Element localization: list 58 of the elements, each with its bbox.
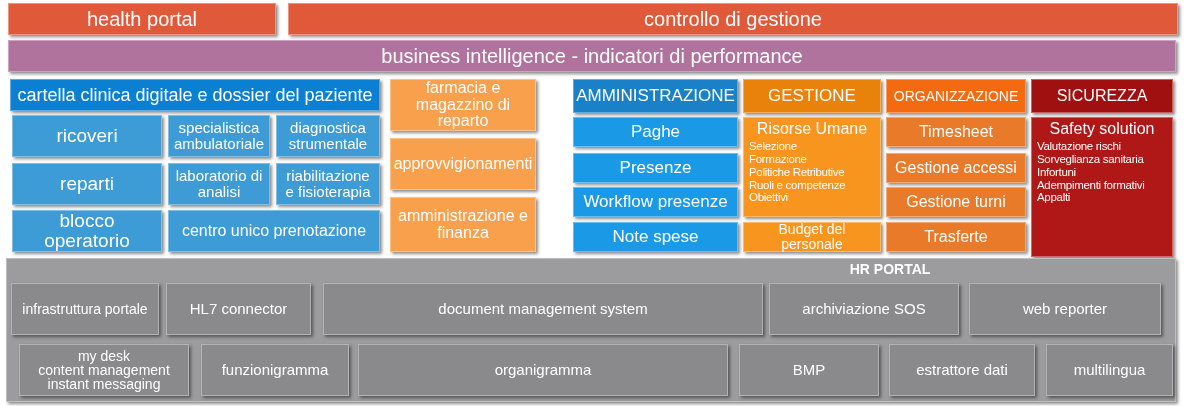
module-tile: approvvigionamenti <box>390 138 536 190</box>
section-header: AMMINISTRAZIONE <box>573 79 738 113</box>
tile-item: Sorveglianza sanitaria <box>1037 152 1144 166</box>
module-tile: riabilitazione e fisioterapia <box>276 163 380 205</box>
module-tile: reparti <box>12 163 162 205</box>
tile-item: Infortuni <box>1037 165 1076 179</box>
platform-panel <box>6 258 1176 402</box>
module-tile: ricoveri <box>12 115 162 157</box>
module-tile: diagnostica strumentale <box>276 115 380 157</box>
tile-item: Obiettivi <box>749 191 788 205</box>
tile-item: Appalti <box>1037 191 1071 205</box>
module-tile: Budget del personale <box>743 222 881 252</box>
module-tile: Presenze <box>573 153 738 183</box>
module-tile <box>743 117 881 217</box>
module-tile: BMP <box>739 344 879 396</box>
module-tile: specialistica ambulatoriale <box>168 115 270 157</box>
module-tile: web reporter <box>969 283 1161 335</box>
module-tile: amministrazione e finanza <box>390 197 536 252</box>
module-tile: laboratorio di analisi <box>168 163 270 205</box>
tile-heading: Risorse Umane <box>756 120 868 138</box>
module-tile: multilingua <box>1046 344 1173 396</box>
module-tile: blocco operatorio <box>12 210 162 252</box>
tile-item: Politiche Retributive <box>749 165 845 179</box>
tile-item: Formazione <box>749 152 807 166</box>
module-tile <box>19 344 189 396</box>
module-tile: HL7 connector <box>166 283 311 335</box>
tile-item: Adempimenti formativi <box>1037 178 1145 192</box>
module-tile: estrattore dati <box>889 344 1035 396</box>
module-tile: Paghe <box>573 117 738 147</box>
module-tile: Workflow presenze <box>573 187 738 217</box>
module-tile: health portal <box>8 3 276 35</box>
tile-heading: Safety solution <box>1049 120 1155 138</box>
module-tile: Gestione accessi <box>886 153 1026 183</box>
tile-item: Selezione <box>749 139 797 153</box>
section-header: GESTIONE <box>743 79 881 113</box>
module-tile: document management system <box>323 283 763 335</box>
module-tile: centro unico prenotazione <box>168 210 380 252</box>
module-tile: funzionigramma <box>201 344 349 396</box>
module-tile: controllo di gestione <box>288 3 1178 35</box>
module-tile: organigramma <box>358 344 728 396</box>
module-tile: Trasferte <box>886 222 1026 252</box>
tile-item: instant messaging <box>47 377 161 391</box>
panel-title: HR PORTAL <box>849 262 931 277</box>
section-header: SICUREZZA <box>1031 79 1173 113</box>
module-tile: Timesheet <box>886 117 1026 147</box>
tile-item: Ruoli e competenze <box>749 178 846 192</box>
module-tile: business intelligence - indicatori di performance <box>8 40 1176 72</box>
module-tile: Note spese <box>573 222 738 252</box>
tile-item: Valutazione rischi <box>1037 139 1121 153</box>
module-tile: infrastruttura portale <box>11 283 159 335</box>
module-tile: Gestione turni <box>886 187 1026 217</box>
module-tile: archiviazione SOS <box>769 283 959 335</box>
module-tile <box>1031 117 1173 257</box>
section-header: ORGANIZZAZIONE <box>886 79 1026 113</box>
tile-item: content management <box>38 363 170 377</box>
section-header: cartella clinica digitale e dossier del paziente <box>10 79 380 111</box>
module-tile: farmacia e magazzino di reparto <box>390 79 536 131</box>
tile-item: my desk <box>77 349 131 363</box>
